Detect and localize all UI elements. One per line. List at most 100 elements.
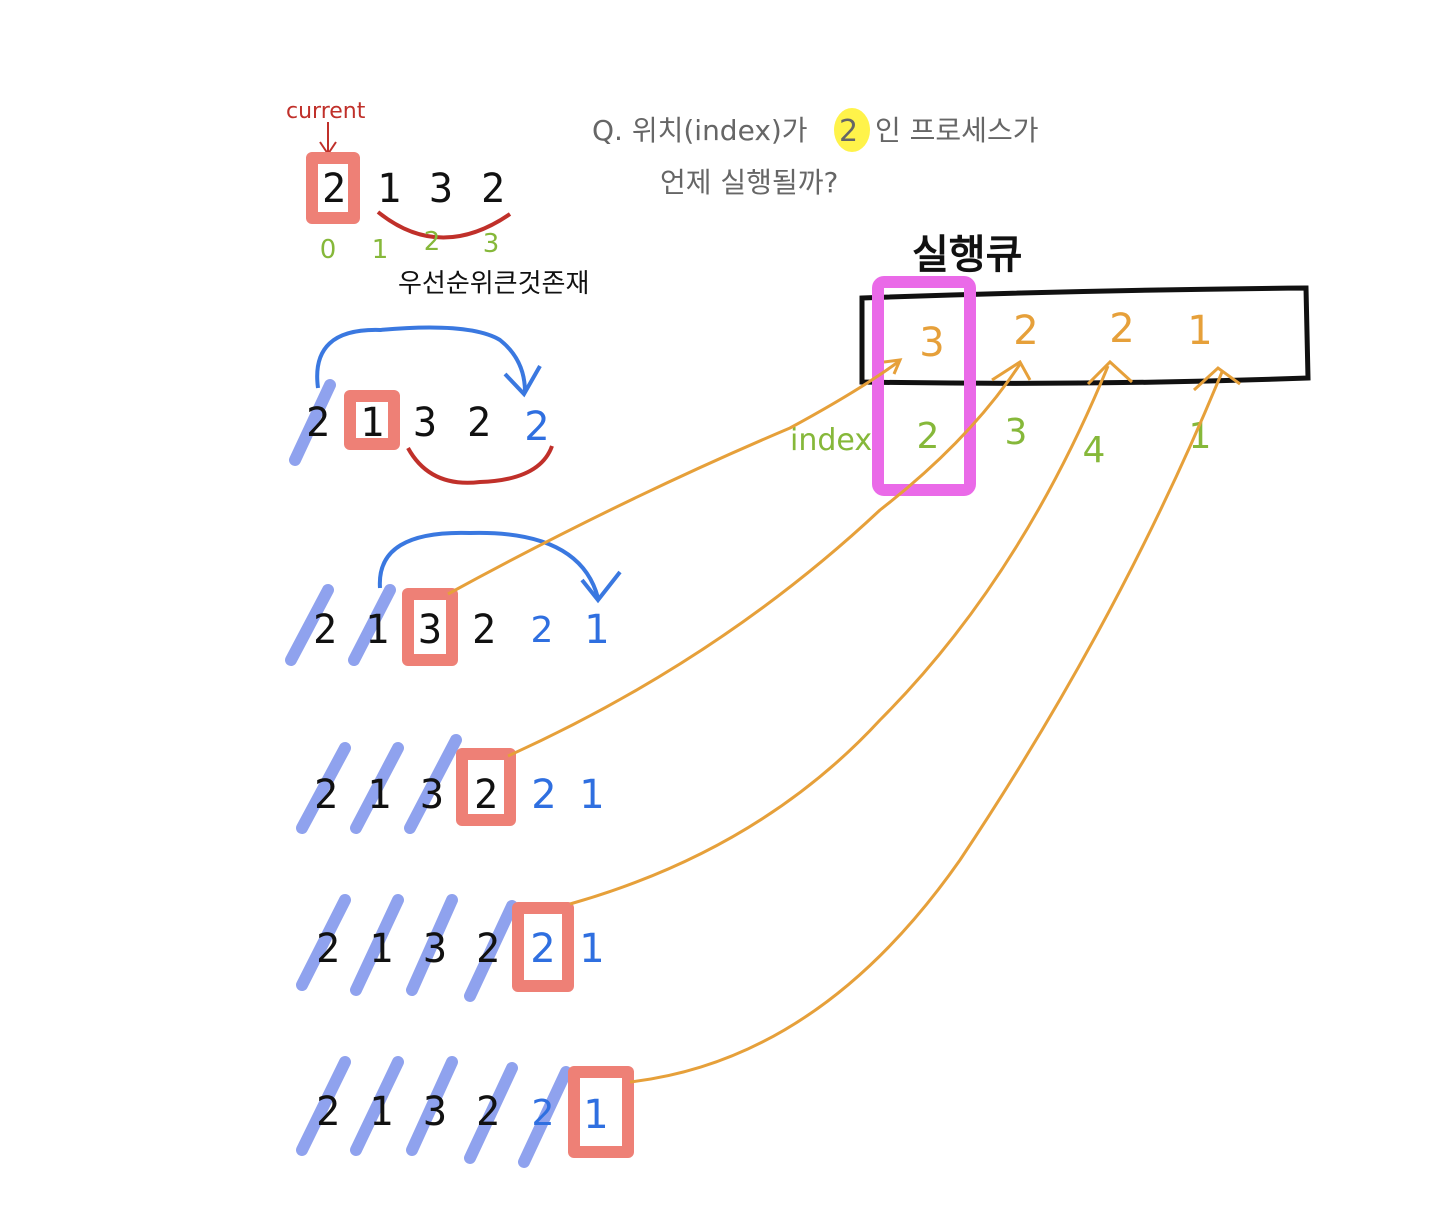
step2-moved-1: 1 xyxy=(584,607,609,653)
step4-moved-1: 1 xyxy=(579,926,604,972)
current-box-inner xyxy=(468,760,504,814)
connector-arrowhead xyxy=(883,358,903,375)
current-box-inner xyxy=(580,1078,622,1146)
move-arc xyxy=(377,530,600,599)
strike-mark xyxy=(289,379,336,466)
queue-head-highlight xyxy=(872,276,976,496)
step1-value-3: 2 xyxy=(467,400,491,446)
run-queue-box xyxy=(859,285,1311,386)
step2-value-1: 1 xyxy=(365,607,389,653)
initial-value-3: 2 xyxy=(481,166,505,212)
strike-mark xyxy=(406,894,458,996)
strike-mark xyxy=(296,894,351,991)
connector-1 xyxy=(629,371,1224,1084)
question-line1-prefix: Q. 위치(index)가 xyxy=(592,114,808,147)
priority-note: 우선순위큰것존재 xyxy=(398,269,589,299)
initial-index-1: 1 xyxy=(372,235,389,265)
strike-mark xyxy=(406,1056,458,1156)
current-box-inner xyxy=(524,914,562,980)
queue-value-2: 2 xyxy=(1109,306,1134,352)
current-box-inner xyxy=(318,164,348,212)
step2-value-3: 2 xyxy=(472,607,496,653)
queue-index-0: 2 xyxy=(917,416,940,457)
initial-value-1: 1 xyxy=(377,166,401,212)
step5-moved-1: 1 xyxy=(583,1092,608,1138)
queue-value-0: 3 xyxy=(919,320,944,366)
queue-index-2: 4 xyxy=(1083,430,1106,471)
queue-index-1: 3 xyxy=(1005,412,1028,453)
initial-index-0: 0 xyxy=(320,235,337,265)
queue-value-3: 1 xyxy=(1187,308,1212,354)
connector-2b xyxy=(569,365,1110,906)
run-queue-title: 실행큐 xyxy=(912,232,1022,278)
step5-value-2: 3 xyxy=(423,1089,447,1135)
step3-value-0: 2 xyxy=(314,772,338,818)
initial-index-2: 2 xyxy=(424,227,441,257)
step3-value-2: 3 xyxy=(420,772,444,818)
strike-mark xyxy=(296,742,351,834)
initial-value-2: 3 xyxy=(429,166,453,212)
step4-moved-0: 2 xyxy=(530,926,555,972)
queue-index-3: 1 xyxy=(1189,416,1212,457)
strike-mark xyxy=(296,1056,351,1156)
step4-value-2: 3 xyxy=(423,926,447,972)
priority-arc xyxy=(376,210,512,240)
priority-arc xyxy=(406,445,554,485)
strike-mark xyxy=(404,734,462,834)
initial-row: current 2 1 3 2 0 1 2 3 우선순위큰것존재 xyxy=(286,99,589,299)
move-arc xyxy=(315,325,527,393)
connector-3 xyxy=(447,360,899,596)
step-row-3: 2 1 3 2 2 1 xyxy=(296,734,605,834)
question-line1-suffix: 인 프로세스가 xyxy=(875,114,1038,147)
step5-value-1: 1 xyxy=(369,1089,393,1135)
initial-value-0: 2 xyxy=(322,166,346,212)
step3-moved-0: 2 xyxy=(531,772,556,818)
question-highlight-value: 2 xyxy=(839,114,858,149)
question-line2: 언제 실행될까? xyxy=(660,166,838,199)
step1-value-0: 2 xyxy=(306,400,330,446)
step1-moved-0: 2 xyxy=(524,404,549,450)
current-arrow xyxy=(319,122,337,156)
step3-moved-1: 1 xyxy=(579,772,604,818)
initial-index-3: 3 xyxy=(483,229,500,259)
connector-arrowhead xyxy=(1192,366,1241,392)
move-arc-arrowhead xyxy=(580,570,622,604)
step2-value-0: 2 xyxy=(313,607,337,653)
execution-connectors xyxy=(447,358,1241,1084)
question-block: Q. 위치(index)가 2 인 프로세스가 언제 실행될까? xyxy=(592,108,1038,199)
current-label: current xyxy=(286,99,366,124)
step4-value-3: 2 xyxy=(476,926,500,972)
current-box-inner xyxy=(414,600,446,654)
step-row-1: 2 1 3 2 2 xyxy=(289,325,554,485)
connector-arrowhead xyxy=(991,359,1032,382)
step2-moved-0: 2 xyxy=(531,610,554,651)
strike-mark xyxy=(350,894,404,996)
step-row-4: 2 1 3 2 2 1 xyxy=(296,894,605,1002)
step-row-2: 2 1 3 2 2 1 xyxy=(285,530,622,666)
step4-value-0: 2 xyxy=(316,926,340,972)
step2-value-2: 3 xyxy=(418,607,442,653)
strike-mark xyxy=(285,584,334,666)
step-row-5: 2 1 3 2 2 1 xyxy=(296,1056,634,1168)
step5-value-3: 2 xyxy=(476,1089,500,1135)
yellow-highlight xyxy=(834,108,870,152)
step5-moved-0: 2 xyxy=(532,1093,555,1134)
step4-value-1: 1 xyxy=(369,926,393,972)
strike-mark xyxy=(464,1062,518,1164)
current-box-inner xyxy=(356,402,388,438)
step5-value-0: 2 xyxy=(316,1089,340,1135)
strike-mark xyxy=(348,584,396,666)
strike-mark xyxy=(350,742,404,834)
step1-value-2: 3 xyxy=(413,400,437,446)
step3-value-3: 2 xyxy=(474,772,498,818)
index-label: index xyxy=(790,423,872,458)
run-queue: 실행큐 3 2 2 1 index 2 3 4 1 xyxy=(790,232,1311,496)
connector-arrowhead xyxy=(1086,359,1134,386)
step3-value-1: 1 xyxy=(367,772,391,818)
step1-value-1: 1 xyxy=(360,400,384,446)
connector-2a xyxy=(507,363,1022,758)
strike-mark xyxy=(518,1066,572,1168)
move-arc-arrowhead xyxy=(503,365,542,398)
queue-value-1: 2 xyxy=(1013,308,1038,354)
